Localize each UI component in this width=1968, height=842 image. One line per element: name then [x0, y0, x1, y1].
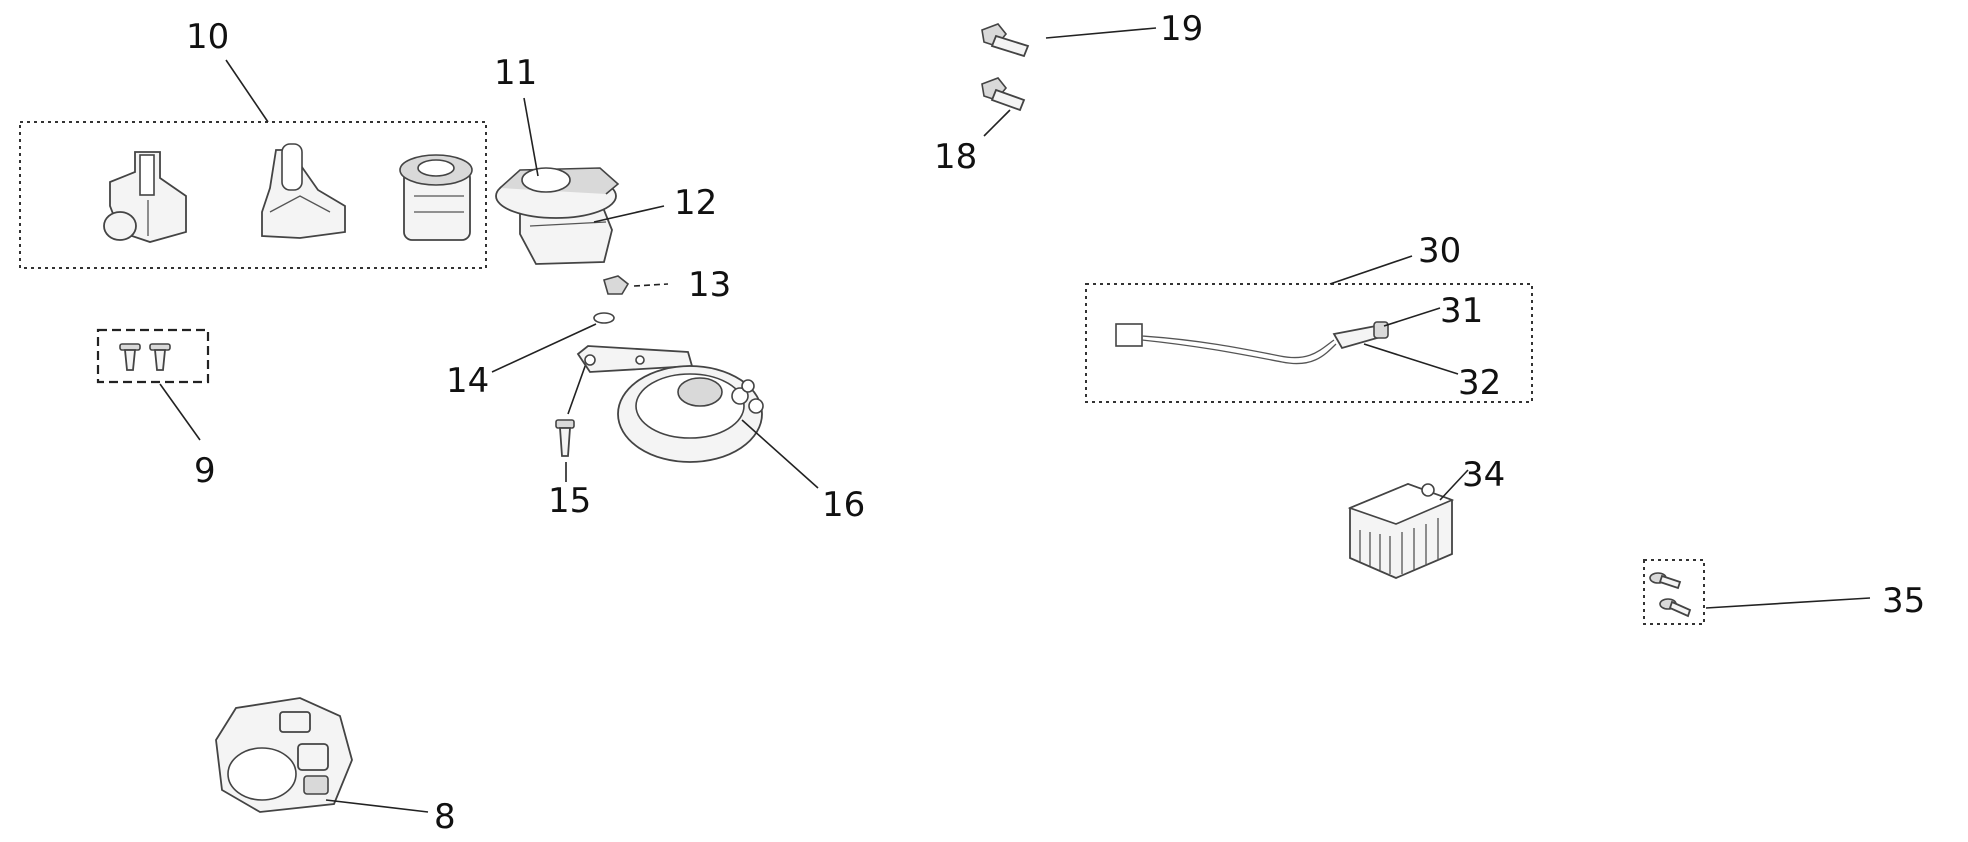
callout-14: 14: [446, 361, 489, 401]
part-group-10: 10: [19, 17, 487, 269]
callout-18: 18: [934, 137, 977, 177]
part-16-horn: 16: [576, 345, 865, 525]
part-8-handlebar-switch: 8: [215, 697, 456, 837]
sensor-31-32: [1332, 321, 1389, 350]
screw-9a: [119, 343, 141, 371]
part-13-nut: 13: [603, 265, 731, 305]
callout-30: 30: [1418, 231, 1461, 271]
callout-13: 13: [688, 265, 731, 305]
group-9-box: [96, 328, 210, 384]
callout-19: 19: [1160, 9, 1203, 49]
callout-31: 31: [1440, 291, 1483, 331]
lock-part-a: [103, 151, 187, 243]
screw-9b: [149, 343, 171, 371]
lock-cylinder: [399, 154, 473, 241]
screw-35b: [1659, 598, 1692, 618]
callout-12: 12: [674, 183, 717, 223]
part-group-30: 30 31 32: [1085, 231, 1533, 403]
part-group-9: 9: [96, 328, 216, 491]
part-15-bolt: 15: [548, 357, 591, 521]
callout-16: 16: [822, 485, 865, 525]
part-18-bolt: 18: [934, 77, 1026, 177]
part-group-35: 35: [1643, 559, 1925, 625]
group-35-box: [1643, 559, 1705, 625]
main-switch-body: 11 12: [494, 53, 717, 265]
part-34-regulator: 34: [1347, 455, 1505, 579]
callout-35: 35: [1882, 581, 1925, 621]
group-10-box: [19, 121, 487, 269]
callout-10: 10: [186, 17, 229, 57]
callout-9: 9: [194, 451, 216, 491]
lock-part-b: [261, 143, 346, 239]
part-14-washer: 14: [446, 312, 615, 401]
callout-32: 32: [1458, 363, 1501, 403]
group-30-box: [1085, 283, 1533, 403]
callout-11: 11: [494, 53, 537, 93]
part-19-bolt: 19: [981, 9, 1203, 58]
callout-8: 8: [434, 797, 456, 837]
screw-35a: [1649, 572, 1682, 590]
callout-34: 34: [1462, 455, 1505, 495]
callout-15: 15: [548, 481, 591, 521]
wire-connector: [1115, 323, 1143, 347]
